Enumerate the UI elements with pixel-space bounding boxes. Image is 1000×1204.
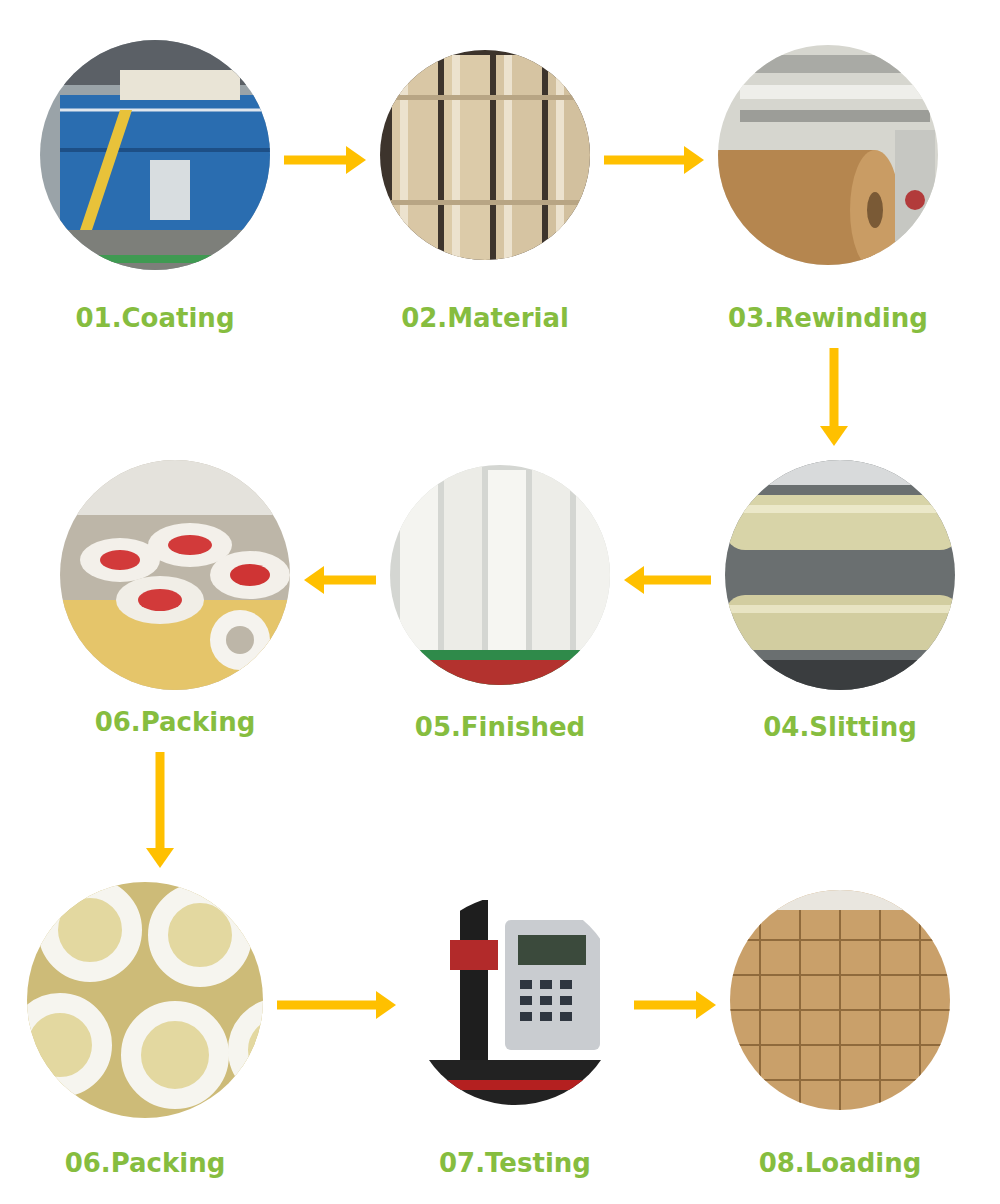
- arrow-head: [820, 426, 848, 446]
- packing-bags-photo: [55, 455, 295, 695]
- process-step: 03.Rewinding: [718, 45, 938, 334]
- process-step: 07.Testing: [410, 895, 620, 1179]
- flow-arrow: [146, 752, 174, 868]
- step-label: 06.Packing: [95, 706, 256, 738]
- coating-photo: [30, 30, 290, 290]
- process-step: 01.Coating: [40, 40, 270, 334]
- step-label: 05.Finished: [415, 711, 585, 743]
- process-step: 08.Loading: [730, 890, 950, 1179]
- step-label: 08.Loading: [759, 1147, 922, 1179]
- flow-arrow: [820, 348, 848, 446]
- arrow-shaft: [830, 348, 839, 428]
- finished-photo: [385, 460, 615, 690]
- packing-rings-photo: [18, 880, 322, 1120]
- material-photo: [375, 45, 595, 265]
- arrow-shaft: [156, 752, 165, 850]
- step-label: 07.Testing: [439, 1147, 591, 1179]
- process-step: 06.Packing: [27, 882, 263, 1179]
- arrow-head: [696, 991, 716, 1019]
- flow-arrow: [634, 991, 716, 1019]
- testing-photo: [405, 890, 625, 1110]
- arrow-head: [624, 566, 644, 594]
- arrow-shaft: [634, 1001, 698, 1010]
- flow-arrow: [284, 146, 366, 174]
- process-step: 05.Finished: [390, 465, 610, 743]
- arrow-shaft: [604, 156, 686, 165]
- process-step: 06.Packing: [60, 460, 290, 738]
- step-label: 03.Rewinding: [728, 302, 928, 334]
- arrow-shaft: [277, 1001, 378, 1010]
- arrow-head: [346, 146, 366, 174]
- rewinding-photo: [715, 40, 940, 270]
- arrow-shaft: [322, 576, 376, 585]
- arrow-shaft: [642, 576, 711, 585]
- flow-arrow: [304, 566, 376, 594]
- process-step: 04.Slitting: [725, 460, 955, 743]
- arrow-shaft: [284, 156, 348, 165]
- step-label: 04.Slitting: [763, 711, 917, 743]
- flow-arrow: [604, 146, 704, 174]
- step-label: 06.Packing: [65, 1147, 226, 1179]
- arrow-head: [304, 566, 324, 594]
- flow-arrow: [624, 566, 711, 594]
- step-label: 01.Coating: [75, 302, 234, 334]
- arrow-head: [146, 848, 174, 868]
- arrow-head: [684, 146, 704, 174]
- process-step: 02.Material: [380, 50, 590, 334]
- arrow-head: [376, 991, 396, 1019]
- flow-arrow: [277, 991, 396, 1019]
- step-label: 02.Material: [401, 302, 569, 334]
- loading-photo: [725, 885, 955, 1115]
- slitting-photo: [720, 455, 960, 695]
